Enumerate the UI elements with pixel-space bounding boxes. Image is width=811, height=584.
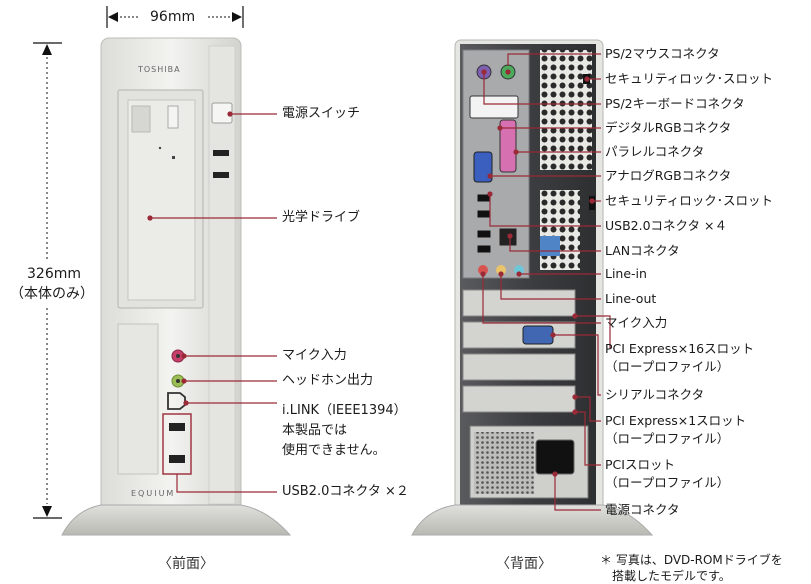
front-width-label: 96mm — [150, 9, 196, 25]
callout-line-out: Line-out — [605, 291, 657, 306]
footnote-line-1: ＊ 写真は、DVD-ROMドライブを — [600, 553, 783, 567]
brand-logo: TOSHIBA — [138, 65, 181, 74]
front-caption: 〈前面〉 — [158, 556, 214, 572]
callout-pcie-x16: PCI Express×16スロット — [605, 341, 755, 356]
callout-pcie-x1-note: （ロープロファイル） — [605, 431, 730, 446]
callout-mic-in-rear: マイク入力 — [605, 315, 668, 330]
callout-analog-rgb: アナログRGBコネクタ — [605, 168, 732, 183]
rear-caption: 〈背面〉 — [496, 556, 552, 572]
callout-serial: シリアルコネクタ — [605, 387, 705, 402]
callout-pcie-x1: PCI Express×1スロット — [605, 413, 747, 428]
front-height-label: 326mm — [27, 266, 81, 282]
footnote-line-2: 搭載したモデルです。 — [600, 569, 731, 583]
callout-power-connector: 電源コネクタ — [605, 502, 680, 517]
rear-leader-lines — [480, 53, 611, 511]
callout-parallel: パラレルコネクタ — [605, 144, 705, 159]
callout-ps2-mouse: PS/2マウスコネクタ — [605, 46, 720, 61]
callout-lan: LANコネクタ — [605, 243, 680, 258]
front-leader-lines — [147, 111, 277, 493]
callout-pci-slot: PCIスロット — [605, 457, 675, 472]
front-height-sub: （本体のみ） — [10, 286, 94, 302]
callout-security-slot-1: セキュリティロック･スロット — [605, 71, 774, 86]
callout-line-in: Line-in — [605, 266, 647, 281]
callout-usb-front: USB2.0コネクタ ×２ — [282, 484, 409, 499]
callout-optical-drive: 光学ドライブ — [282, 210, 361, 225]
callout-usb-rear: USB2.0コネクタ ×４ — [605, 218, 727, 233]
callout-pci-slot-note: （ロープロファイル） — [605, 475, 730, 490]
series-logo: EQUIUM — [131, 489, 176, 498]
callout-digital-rgb: デジタルRGBコネクタ — [605, 120, 732, 135]
front-width-dimension — [106, 6, 244, 28]
front-chassis — [61, 37, 292, 536]
callout-power-switch: 電源スイッチ — [282, 106, 361, 121]
front-height-dimension — [33, 42, 62, 519]
callout-headphone-out: ヘッドホン出力 — [282, 373, 374, 388]
callout-ps2-keyboard: PS/2キーボードコネクタ — [605, 96, 745, 111]
callout-pcie-x16-note: （ロープロファイル） — [605, 359, 730, 374]
callout-ilink: i.LINK（IEEE1394） — [282, 403, 407, 418]
callout-ilink-note-2: 使用できません。 — [282, 443, 386, 458]
callout-security-slot-2: セキュリティロック･スロット — [605, 193, 774, 208]
callout-ilink-note-1: 本製品では — [282, 423, 348, 438]
callout-mic-in-front: マイク入力 — [282, 348, 347, 363]
